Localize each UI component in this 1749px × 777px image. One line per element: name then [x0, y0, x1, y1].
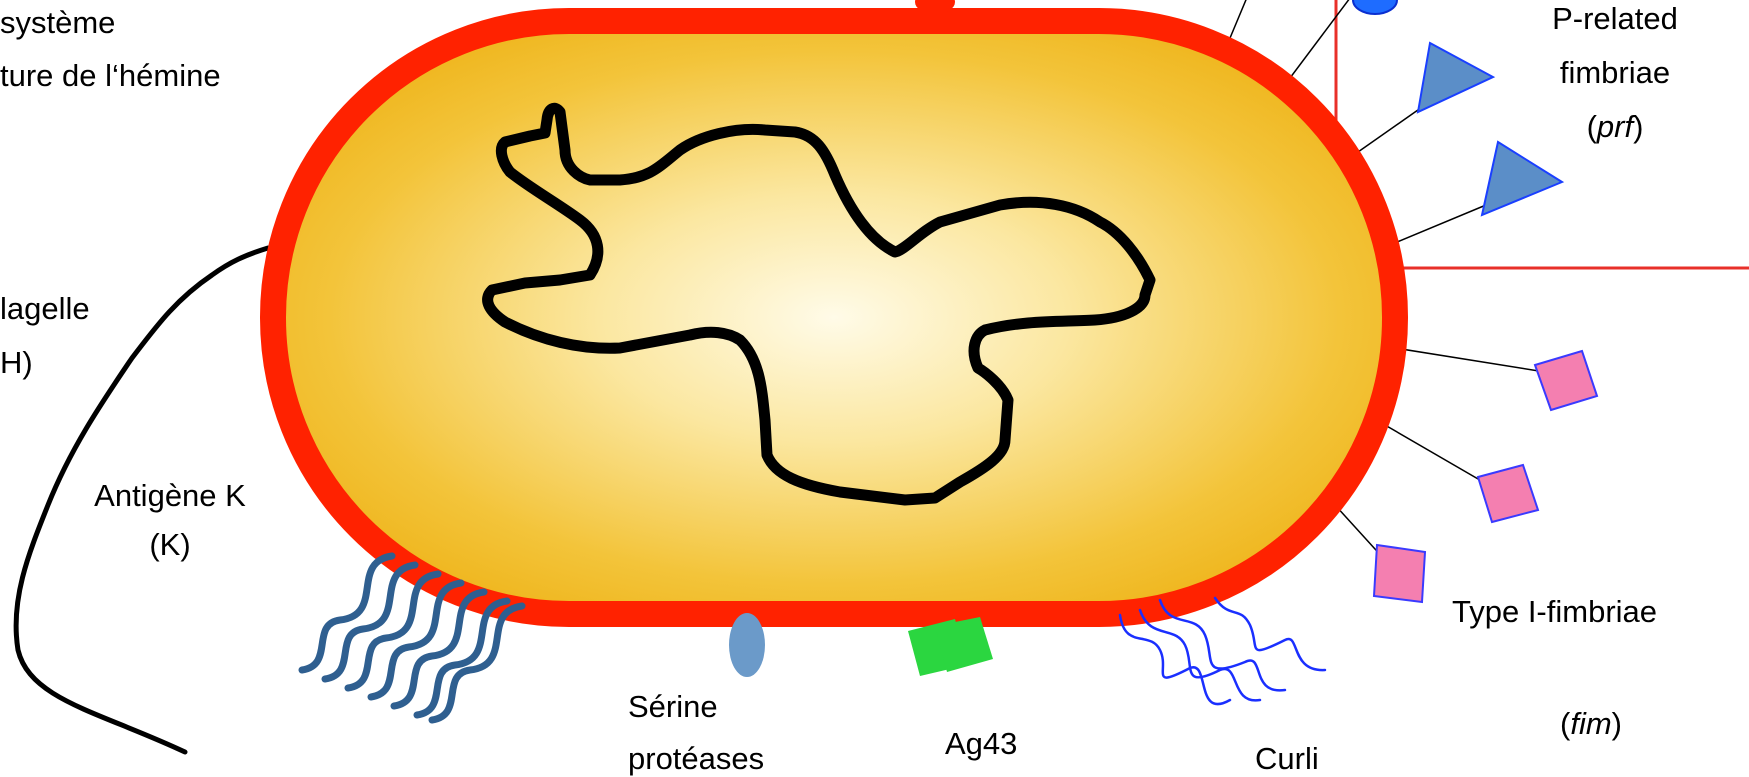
type1-fimbriae-label: Type I-fimbriae [1452, 593, 1657, 630]
type1-fimbria-3 [1374, 545, 1425, 602]
p-fimbriae-label-line1: P-related [1510, 0, 1720, 37]
curli-label: Curli [1255, 740, 1319, 777]
serine-protease [729, 613, 765, 677]
heme-label-line1: système [0, 4, 115, 41]
kantigen-label-line1: Antigène K [60, 477, 280, 514]
heme-label-line2: ture de l‘hémine [0, 57, 221, 94]
ag43-label: Ag43 [945, 725, 1017, 762]
flagella-label-line2: H) [0, 344, 33, 381]
p-fimbriae-label: P-related fimbriae (prf) [1510, 0, 1720, 145]
type1-fimbria-1 [1535, 351, 1597, 410]
serine-protease-label-line1: Sérine [628, 688, 718, 725]
kantigen-label: Antigène K (K) [60, 477, 280, 563]
p-fimbriae-label-line2: fimbriae [1510, 54, 1720, 91]
p-fimbria-1 [1418, 43, 1493, 112]
type1-fimbria-2 [1478, 465, 1538, 522]
blue-circle-marker [1353, 0, 1397, 14]
p-fimbria-2 [1482, 142, 1562, 215]
kantigen-label-line2: (K) [60, 526, 280, 563]
cell-body [273, 21, 1395, 614]
type1-fimbriae-gene-label: (fim) [1560, 705, 1622, 742]
type1-fimbriae-adhesins [1374, 351, 1597, 602]
flagella-label-line1: lagelle [0, 290, 90, 327]
serine-protease-label-line2: protéases [628, 740, 764, 777]
p-fimbriae-gene-label: (prf) [1510, 108, 1720, 145]
